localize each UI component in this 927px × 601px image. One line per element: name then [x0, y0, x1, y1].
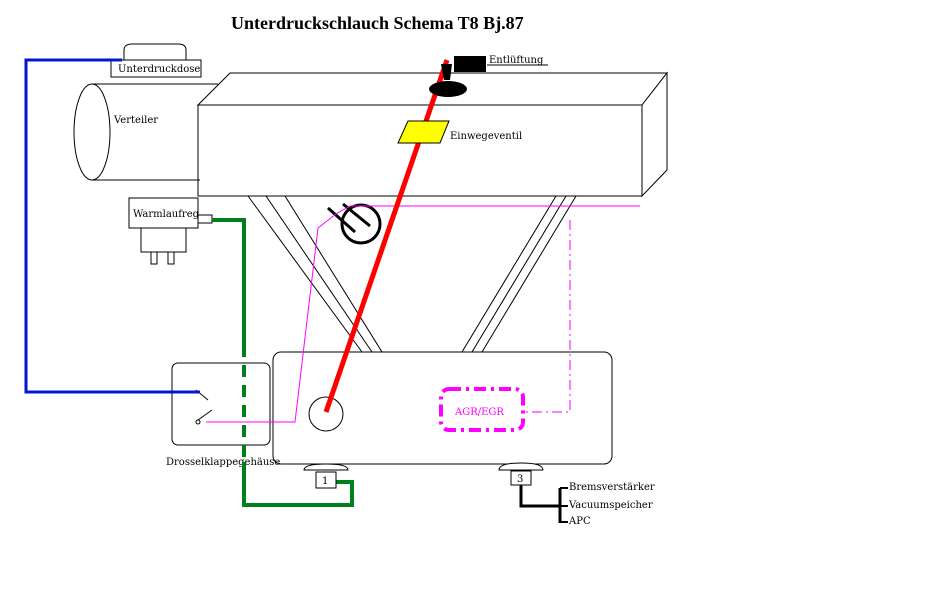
bremsverstaerker-label: Bremsverstärker [569, 482, 655, 493]
entlueftung-label: Entlüftung [489, 55, 544, 66]
intake-runners [247, 195, 577, 353]
port-1-label: 1 [322, 476, 328, 487]
einwegeventil-label: Einwegeventil [450, 131, 522, 142]
verteiler-label: Verteiler [113, 115, 158, 126]
breather [429, 56, 548, 97]
vacuumspeicher-label: Vacuumspeicher [568, 500, 653, 511]
diagram-title: Unterdruckschlauch Schema T8 Bj.87 [231, 13, 524, 33]
intake-box [196, 71, 669, 198]
port-3 [498, 462, 544, 486]
warmlaufreg-label: Warmlaufreg [133, 209, 200, 220]
apc-label: APC [568, 516, 591, 527]
throttle-body [171, 362, 271, 446]
plenum-port [308, 396, 344, 432]
agr-valve [439, 387, 525, 432]
red-hose [323, 59, 450, 413]
drosselklappe-label: Drosselklappegehäuse [166, 457, 280, 468]
distributor [73, 83, 218, 181]
idle-valve [327, 202, 382, 245]
green-hose [212, 218, 354, 507]
check-valve [397, 120, 450, 144]
vacuum-canister [110, 43, 202, 78]
port-1 [303, 463, 349, 489]
warm-up-regulator [128, 197, 213, 265]
port-3-label: 3 [517, 474, 523, 485]
black-hose [519, 485, 568, 523]
blue-hose [24, 58, 200, 394]
agr-label: AGR/EGR [454, 407, 504, 418]
unterdruckdose-label: Unterdruckdose [118, 64, 200, 75]
